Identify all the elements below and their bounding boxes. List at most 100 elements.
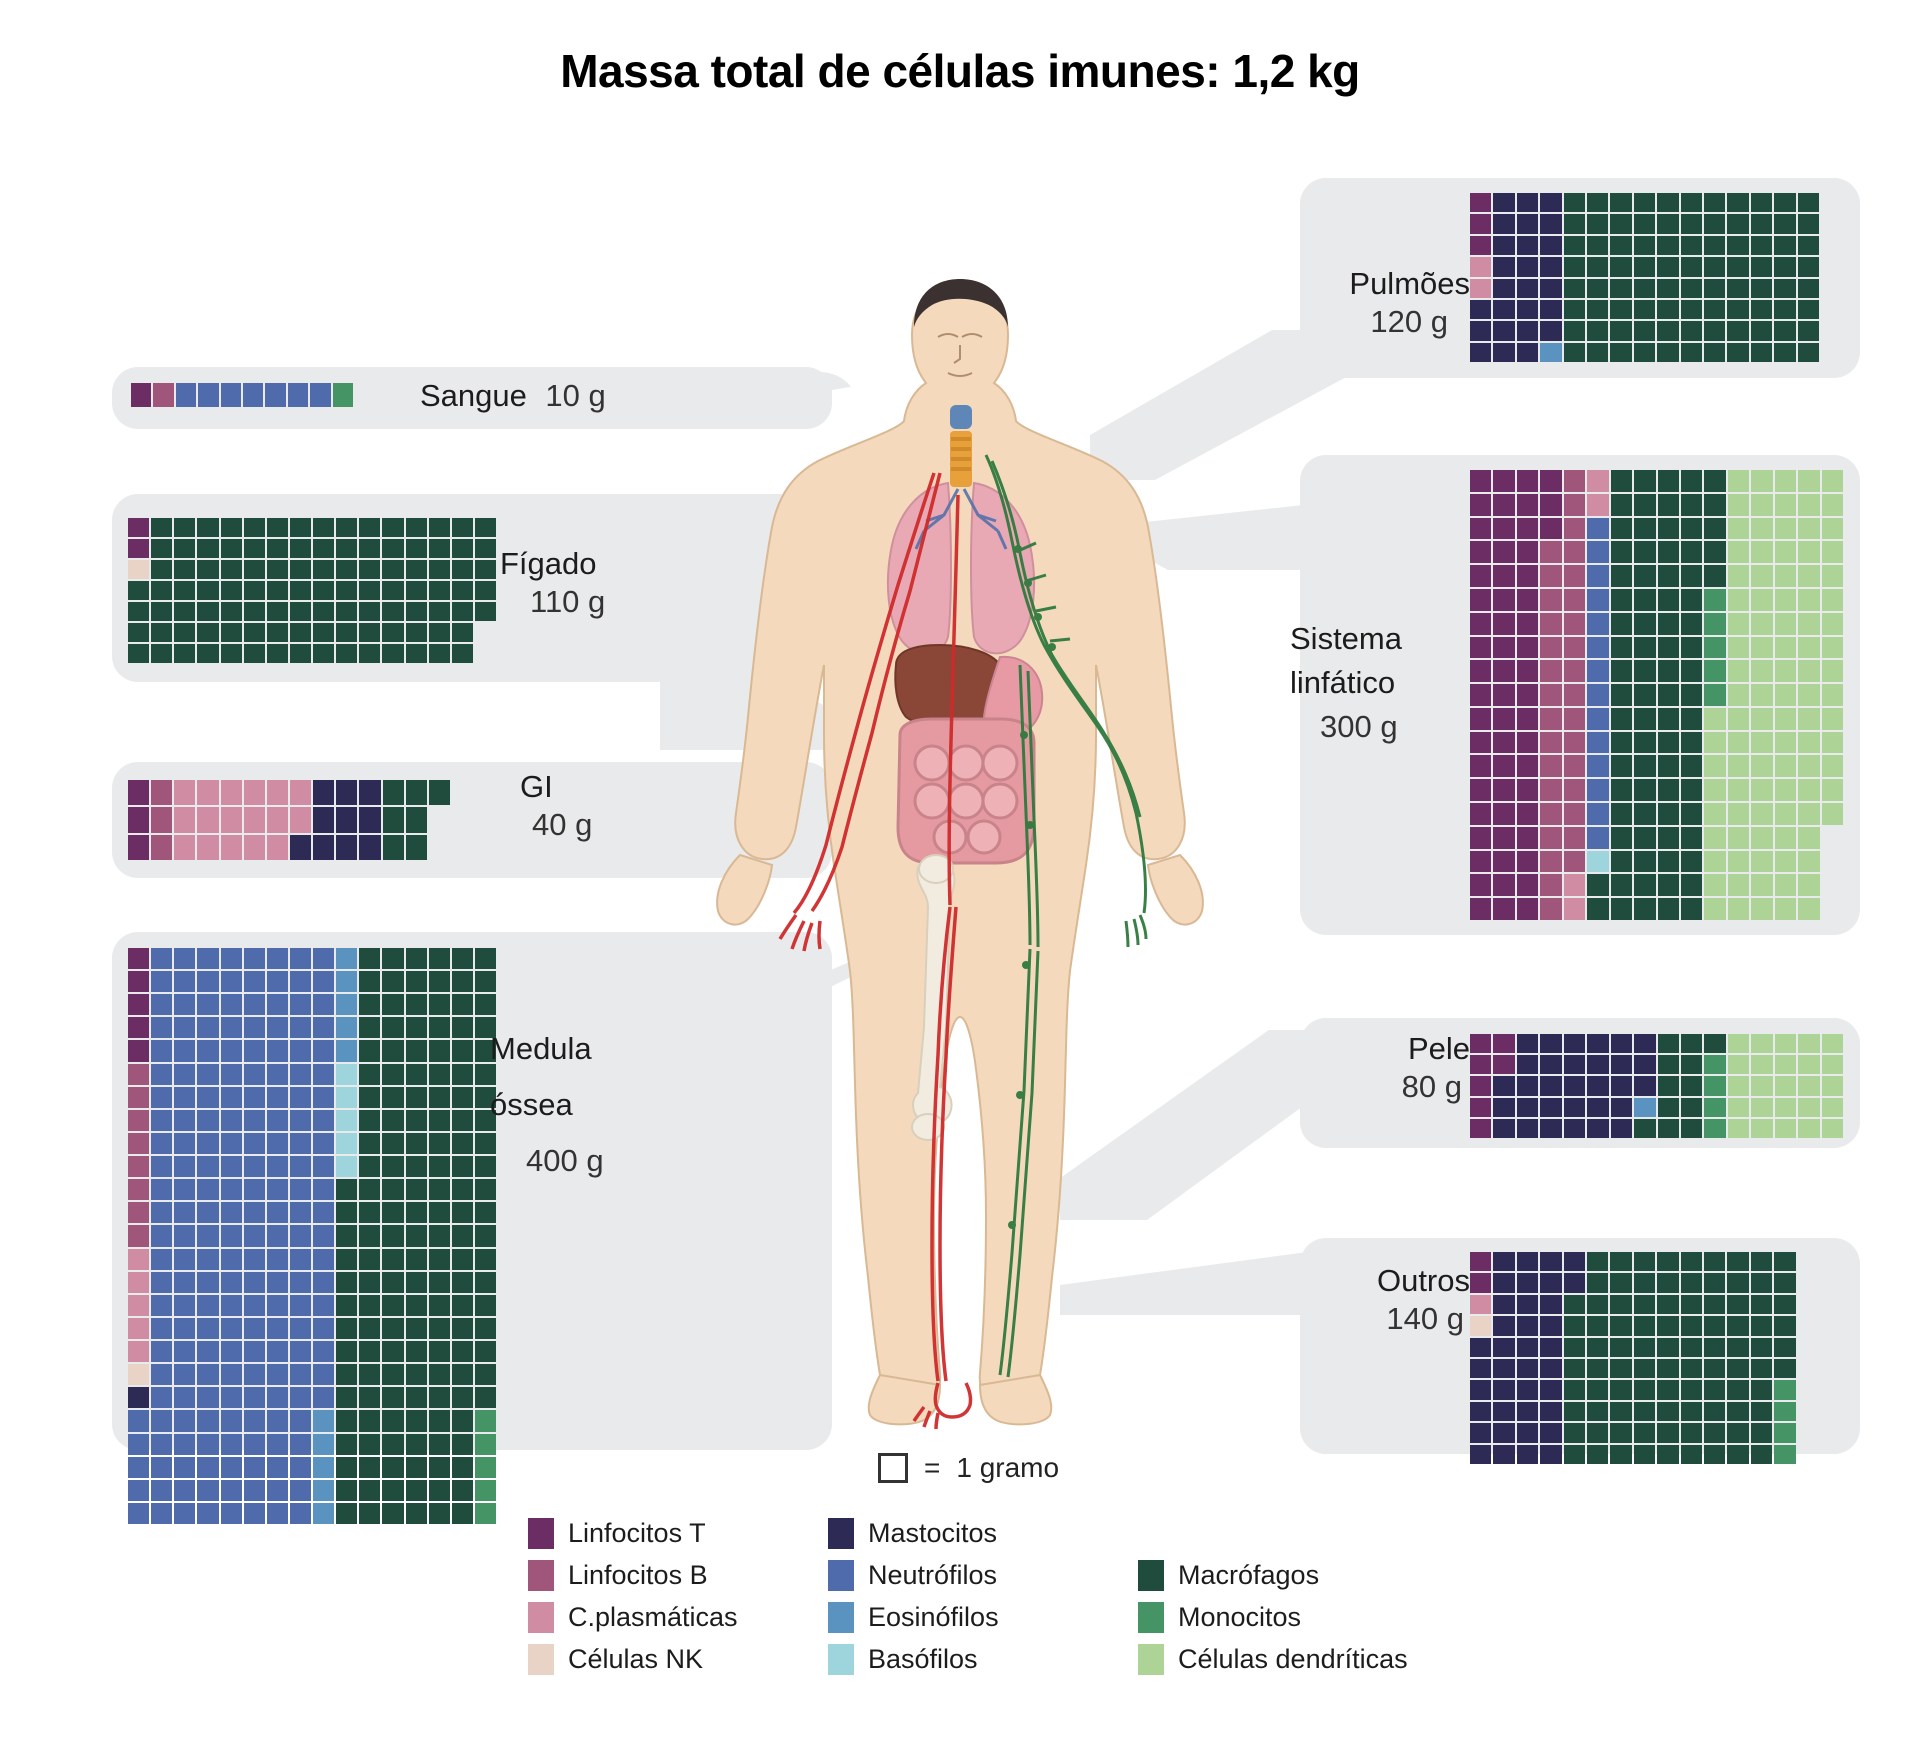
waffle-cell — [197, 1063, 219, 1085]
waffle-cell — [1470, 193, 1492, 213]
waffle-cell — [1563, 1097, 1586, 1117]
waffle-cell — [474, 1109, 496, 1131]
waffle-cell — [174, 539, 196, 558]
waffle-cell — [1657, 470, 1679, 492]
waffle-cell — [266, 581, 288, 600]
waffle-cell — [243, 560, 265, 579]
waffle-cell — [336, 948, 358, 970]
waffle-cell — [1470, 1097, 1492, 1117]
waffle-cell — [1563, 1316, 1585, 1336]
waffle-cell — [266, 1179, 288, 1201]
waffle-cell — [197, 560, 219, 579]
waffle-cell — [359, 539, 381, 558]
waffle-cell — [1680, 1097, 1703, 1117]
waffle-cell — [174, 1132, 196, 1155]
waffle-cell — [289, 834, 312, 860]
waffle-cell — [1493, 342, 1515, 362]
grid-sangue — [131, 383, 353, 407]
waffle-cell — [1750, 1423, 1773, 1443]
waffle-cell — [1798, 684, 1820, 706]
waffle-cell — [174, 1479, 196, 1501]
waffle-cell — [1516, 1380, 1539, 1400]
waffle-cell — [1516, 493, 1539, 516]
waffle-cell — [1774, 1337, 1796, 1357]
waffle-cell — [1750, 1273, 1773, 1293]
waffle-cell — [1633, 193, 1656, 213]
waffle-cell — [151, 971, 173, 993]
waffle-cell — [451, 1248, 473, 1270]
waffle-cell — [1563, 731, 1586, 754]
waffle-cell — [128, 1225, 150, 1247]
waffle-cell — [359, 1271, 381, 1293]
legend-item-neutrofilos: Neutrófilos — [828, 1554, 1128, 1596]
waffle-cell — [474, 560, 496, 579]
waffle-cell — [1798, 517, 1820, 540]
waffle-cell — [1821, 1118, 1843, 1138]
waffle-cell — [313, 1341, 335, 1363]
waffle-cell — [1797, 214, 1819, 234]
waffle-cell — [128, 1294, 150, 1316]
waffle-cell — [197, 1317, 219, 1340]
waffle-cell — [313, 1063, 335, 1085]
waffle-cell — [243, 1317, 265, 1340]
waffle-cell — [428, 780, 450, 806]
waffle-cell — [1774, 541, 1797, 564]
waffle-cell — [474, 1179, 496, 1201]
waffle-cell — [1563, 1034, 1586, 1054]
waffle-cell — [174, 1387, 196, 1409]
waffle-cell — [174, 644, 196, 663]
waffle-cell — [1586, 1337, 1609, 1357]
waffle-cell — [1633, 1252, 1656, 1272]
waffle-cell — [1798, 755, 1820, 778]
waffle-cell — [451, 560, 473, 579]
waffle-cell — [1493, 1423, 1515, 1443]
waffle-cell — [151, 1156, 173, 1178]
waffle-cell — [428, 1502, 450, 1524]
waffle-cell — [1516, 731, 1539, 754]
waffle-cell — [1657, 755, 1679, 778]
waffle-cell — [405, 1202, 427, 1224]
waffle-cell — [1751, 1076, 1773, 1096]
waffle-cell — [1563, 342, 1585, 362]
waffle-cell — [151, 1202, 173, 1224]
waffle-cell — [336, 1364, 358, 1386]
waffle-cell — [174, 1040, 196, 1062]
waffle-cell — [1563, 193, 1585, 213]
waffle-cell — [1540, 1423, 1562, 1443]
waffle-cell — [243, 644, 265, 663]
waffle-cell — [1516, 321, 1539, 341]
waffle-cell — [1680, 1055, 1703, 1075]
waffle-cell — [1774, 803, 1797, 825]
waffle-cell — [428, 1364, 450, 1386]
legend-item-celulas-dendriticas: Células dendríticas — [1138, 1638, 1468, 1680]
waffle-cell — [1680, 1423, 1702, 1443]
waffle-cell — [243, 1410, 265, 1432]
waffle-cell — [1657, 660, 1679, 683]
waffle-cell — [382, 560, 404, 579]
waffle-cell — [151, 1502, 173, 1524]
waffle-cell-empty — [1798, 1295, 1819, 1314]
waffle-cell — [1586, 1252, 1609, 1272]
waffle-cell — [451, 1456, 473, 1478]
label-sangue: Sangue 10 g — [420, 377, 840, 415]
waffle-cell — [1586, 342, 1609, 362]
waffle-cell — [289, 1179, 311, 1201]
waffle-cell — [1493, 707, 1515, 730]
waffle-cell — [336, 780, 358, 806]
waffle-cell — [451, 602, 473, 621]
waffle-cell — [289, 994, 311, 1016]
waffle-cell — [1470, 1294, 1492, 1315]
waffle-cell — [1821, 803, 1843, 825]
waffle-cell — [428, 602, 450, 621]
waffle-cell — [1470, 541, 1492, 564]
waffle-cell — [220, 1317, 242, 1340]
waffle-cell — [1798, 898, 1820, 920]
legend-swatch-eosinofilos — [828, 1601, 854, 1633]
waffle-cell — [313, 644, 335, 663]
waffle-cell — [1680, 1076, 1703, 1096]
waffle-cell — [1774, 826, 1797, 849]
waffle-cell — [1493, 1252, 1515, 1272]
waffle-cell — [174, 780, 196, 806]
waffle-cell — [1516, 850, 1539, 873]
waffle-cell — [1774, 235, 1796, 256]
